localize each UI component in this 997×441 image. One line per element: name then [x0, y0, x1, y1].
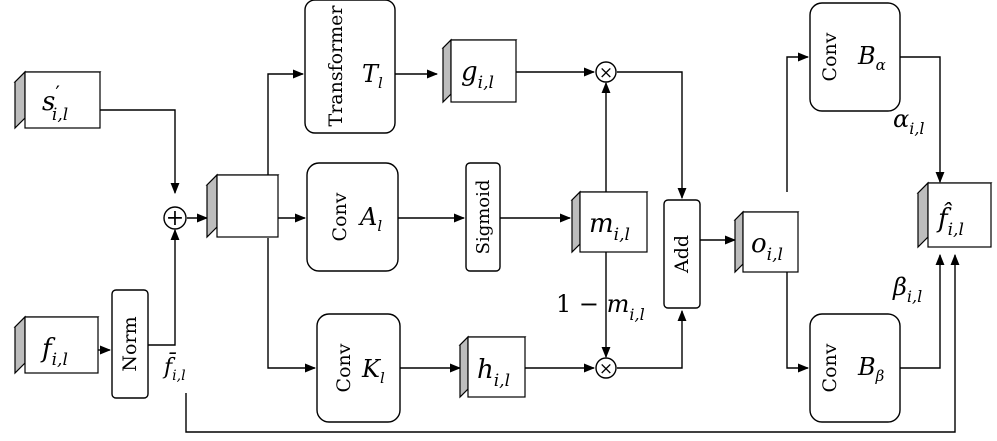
edge-mult-top-to-add: [617, 71, 687, 200]
add-block: Add: [663, 199, 701, 309]
multiply-operator-top: ×: [595, 61, 617, 83]
edges: [98, 52, 960, 433]
conv-k-block: Conv Kl: [316, 313, 401, 423]
conv-k-op: Kl: [361, 355, 385, 387]
transformer-block: Transformer Tl: [304, 0, 396, 134]
sum-operator: +: [163, 206, 187, 231]
edge-merged-to-conv-k: [267, 238, 317, 373]
conv-b-beta-op: Bβ: [857, 353, 885, 385]
conv-b-beta-label: Conv: [819, 343, 841, 392]
conv-k-label: Conv: [333, 343, 355, 392]
cube-merged: [205, 173, 280, 239]
h-label: hi,l: [477, 355, 510, 391]
f-bar-label: f̄i,l: [162, 352, 186, 384]
edge-o-to-conv-b-alpha: [786, 52, 810, 192]
edge-norm-to-plus: [148, 228, 180, 346]
beta-label: βi,l: [892, 273, 922, 306]
edge-conv-b-beta-to-f-hat: [900, 253, 945, 369]
edge-merged-to-transformer: [267, 69, 305, 175]
o-label: oi,l: [751, 229, 783, 265]
edge-o-to-conv-b-beta: [786, 272, 810, 373]
transformer-op: Tl: [362, 60, 383, 92]
cube-g: gi,l: [441, 38, 518, 104]
m-label: mi,l: [589, 209, 630, 245]
edge-s-prime-to-plus: [100, 109, 180, 195]
edge-f-bar-to-f-hat: [185, 253, 960, 433]
one-minus-m-label: 1 − mi,l: [556, 290, 645, 324]
cube-f: fi,l: [13, 315, 100, 375]
conv-b-alpha-op: Bα: [857, 42, 886, 74]
sum-symbol: +: [166, 206, 184, 231]
edge-mult-bottom-to-add: [617, 309, 687, 369]
cube-s-prime: s′i,l: [13, 70, 102, 130]
norm-block: Norm: [111, 289, 149, 399]
multiply-operator-bottom: ×: [595, 357, 617, 379]
multiply-symbol-bottom: ×: [599, 359, 613, 379]
conv-a-op: Al: [358, 203, 382, 235]
sigmoid-label: Sigmoid: [473, 180, 494, 255]
s-prime-label: s′i,l: [42, 81, 68, 125]
conv-b-alpha-block: Conv Bα: [809, 2, 901, 112]
cube-f-hat: f̂i,l: [916, 181, 993, 249]
conv-b-beta-block: Conv Bβ: [809, 313, 901, 423]
g-label: gi,l: [461, 57, 494, 93]
multiply-symbol-top: ×: [599, 63, 613, 83]
cube-m: mi,l: [570, 190, 649, 254]
conv-b-alpha-label: Conv: [819, 32, 841, 81]
add-label: Add: [671, 235, 693, 274]
cube-o: oi,l: [733, 210, 800, 274]
conv-a-block: Conv Al: [306, 162, 399, 272]
cube-h: hi,l: [458, 335, 527, 399]
sigmoid-block: Sigmoid: [465, 162, 501, 272]
conv-a-label: Conv: [329, 192, 351, 241]
norm-label: Norm: [119, 316, 141, 371]
transformer-label: Transformer: [325, 5, 347, 127]
alpha-label: αi,l: [893, 105, 925, 138]
edge-conv-b-alpha-to-f-hat: [900, 56, 945, 184]
